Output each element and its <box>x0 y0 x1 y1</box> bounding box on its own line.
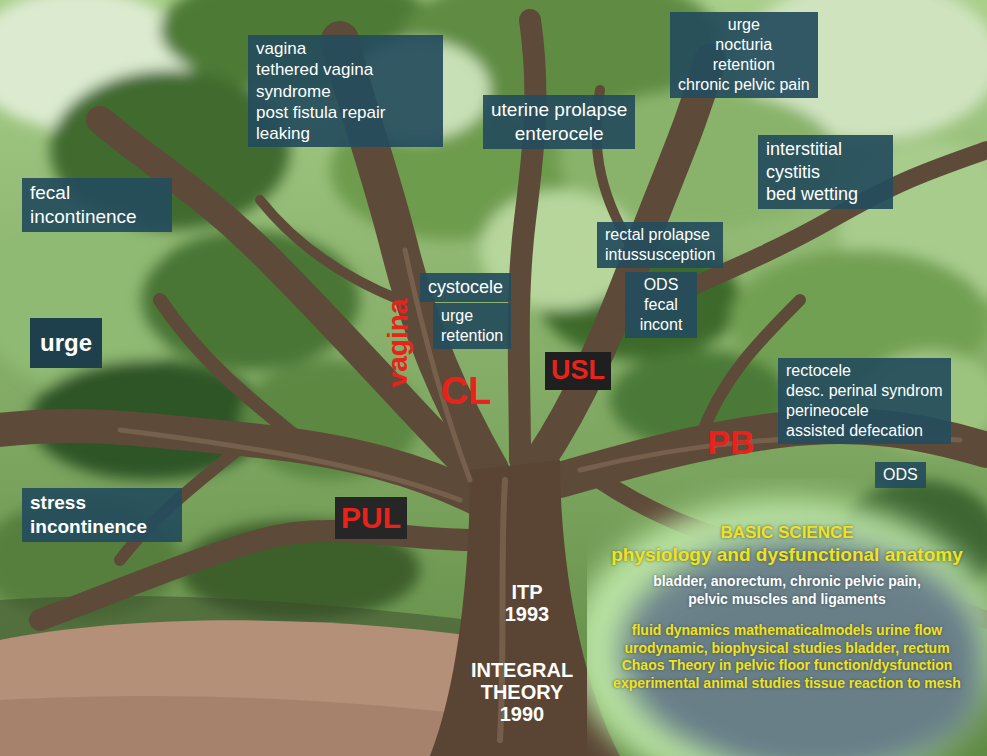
symptom-box: rectal prolapseintussusception <box>597 222 723 268</box>
symptom-text: intussusception <box>605 245 715 265</box>
symptom-box: interstitial cystitisbed wetting <box>758 135 893 209</box>
symptom-box: uterine prolapseenterocele <box>483 95 635 149</box>
symptom-box: ODS <box>875 462 926 488</box>
structure-label: PB <box>707 424 754 461</box>
symptom-box: fecal incontinence <box>22 178 172 232</box>
symptom-text: urge <box>441 306 503 326</box>
symptom-text: bed wetting <box>766 183 885 206</box>
symptom-text: chronic pelvic pain <box>678 75 810 95</box>
symptom-box: urge <box>30 318 102 368</box>
date-label: ITP 1993 <box>492 581 562 625</box>
symptom-box: cystocele <box>420 273 511 302</box>
symptom-text: urge <box>40 328 92 358</box>
symptom-text: assisted defecation <box>786 421 943 441</box>
symptom-text: uterine prolapse <box>491 98 627 122</box>
symptom-text: tethered vagina syndrome <box>256 59 435 102</box>
structure-label: vagina <box>383 299 414 388</box>
symptom-box: urgenocturiaretentionchronic pelvic pain <box>670 12 818 98</box>
science-text: physiology and dysfunctional anatomy <box>595 543 979 567</box>
symptom-box: rectoceledesc. perinal syndromperineocel… <box>778 358 951 444</box>
symptom-text: ODS <box>633 275 689 295</box>
symptom-text: rectal prolapse <box>605 225 715 245</box>
science-blob <box>587 478 987 756</box>
structure-label: CL <box>441 371 492 413</box>
ligament-tag: USL <box>545 352 611 390</box>
symptom-text: perineocele <box>786 401 943 421</box>
symptom-text: desc. perinal syndrom <box>786 381 943 401</box>
symptom-text: urge <box>678 15 810 35</box>
symptom-box: stress incontinence <box>22 488 182 542</box>
science-text: bladder, anorectum, chronic pelvic pain,… <box>637 573 937 608</box>
symptom-box: ODSfecal incont <box>625 272 697 338</box>
symptom-text: post fistula repair leaking <box>256 102 435 145</box>
science-text: BASIC SCIENCE <box>595 522 979 543</box>
ligament-tag: PUL <box>335 497 407 539</box>
symptom-text: retention <box>678 55 810 75</box>
science-text: fluid dynamics mathematicalmodels urine … <box>602 622 972 692</box>
symptom-text: interstitial cystitis <box>766 138 885 183</box>
symptom-box: urgeretention <box>433 303 511 349</box>
symptom-text: ODS <box>883 465 918 485</box>
science-panel: BASIC SCIENCEphysiology and dysfunctiona… <box>587 478 987 756</box>
symptom-text: retention <box>441 326 503 346</box>
symptom-text: PUL <box>341 499 401 537</box>
symptom-box: vaginatethered vagina syndromepost fistu… <box>248 35 443 147</box>
symptom-text: nocturia <box>678 35 810 55</box>
symptom-text: fecal incont <box>633 295 689 335</box>
symptom-text: enterocele <box>491 122 627 146</box>
symptom-text: fecal incontinence <box>30 181 164 229</box>
date-label: INTEGRAL THEORY 1990 <box>462 659 582 725</box>
symptom-text: rectocele <box>786 361 943 381</box>
symptom-text: stress incontinence <box>30 491 174 539</box>
symptom-text: cystocele <box>428 276 503 299</box>
symptom-text: vagina <box>256 38 435 59</box>
symptom-text: USL <box>551 354 605 388</box>
